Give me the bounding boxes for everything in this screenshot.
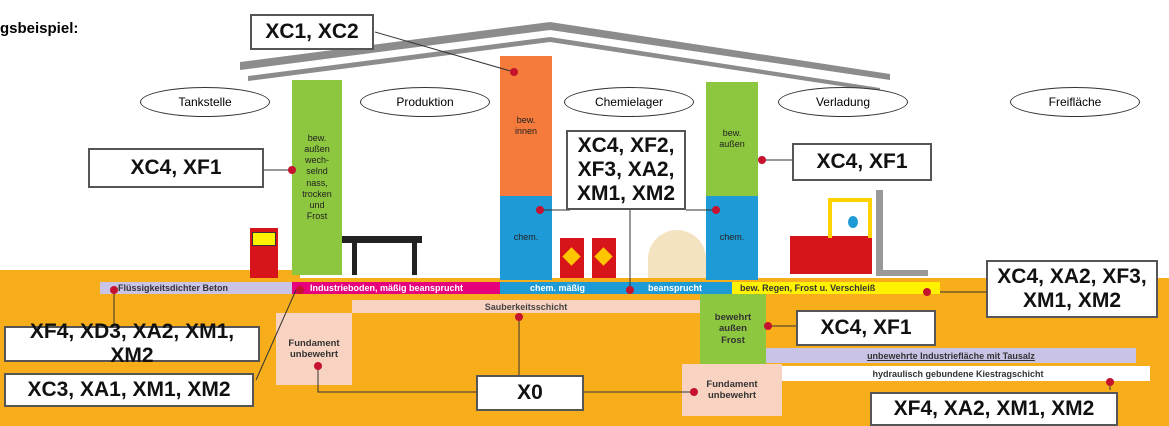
forklift-fork [876, 270, 928, 276]
label-left-slab: XF4, XD3, XA2, XM1, XM2 [4, 320, 260, 367]
forklift-body [790, 236, 872, 274]
strip-gravel: hydraulisch gebundene Kiestragschicht [766, 366, 1150, 381]
page-heading: gsbeispiel: [0, 20, 79, 37]
fuel-pump-display [252, 232, 276, 246]
right-column-top: bew. außen [706, 82, 758, 196]
strip-liquid-tight: Flüssigkeitsdichter Beton [100, 282, 292, 294]
roof [240, 22, 890, 80]
workbench-leg [352, 243, 357, 275]
zone-tankstelle: Tankstelle [140, 87, 270, 117]
strip-stressed: beansprucht [620, 282, 732, 294]
left-column: bew. außen wech- selnd nass, trocken und… [292, 80, 342, 275]
workbench-leg [412, 243, 417, 275]
strip-blinding: Sauberkeitsschicht [352, 300, 700, 313]
zone-verladung: Verladung [778, 87, 908, 117]
driver-icon [848, 216, 858, 228]
label-left-column: XC4, XF1 [88, 148, 264, 188]
foundation-left: Fundament unbewehrt [276, 313, 352, 385]
forklift-cab [828, 198, 872, 238]
label-lean-concrete: X0 [476, 375, 584, 411]
center-column-top: bew. innen [500, 56, 552, 196]
label-left-foundation: XC3, XA1, XM1, XM2 [4, 373, 254, 407]
strip-industrial-floor: Industrieboden, mäßig beansprucht [292, 282, 500, 294]
label-right-foundation: XC4, XF1 [796, 310, 936, 346]
roof-inner [248, 37, 880, 92]
zone-chemielager: Chemielager [564, 87, 694, 117]
zone-produktion: Produktion [360, 87, 490, 117]
label-right-column: XC4, XF1 [792, 143, 932, 181]
foundation-right: Fundament unbewehrt [682, 364, 782, 416]
label-right-slab: XC4, XA2, XF3, XM1, XM2 [986, 260, 1158, 318]
strip-exposure: bew. Regen, Frost u. Verschleiß [732, 282, 940, 294]
label-roof: XC1, XC2 [250, 14, 374, 50]
workbench-top [342, 236, 422, 243]
strip-industrial-area: unbewehrte Industriefläche mit Tausalz [766, 348, 1136, 363]
material-pile [648, 230, 706, 278]
reinforced-outside: bewehrt außen Frost [700, 294, 766, 364]
label-outdoor-area: XF4, XA2, XM1, XM2 [870, 392, 1118, 426]
strip-chem-moderate: chem. mäßig [500, 282, 620, 294]
label-center-chem: XC4, XF2, XF3, XA2, XM1, XM2 [566, 130, 686, 210]
forklift-mast [876, 190, 883, 276]
zone-freiflaeche: Freifläche [1010, 87, 1140, 117]
